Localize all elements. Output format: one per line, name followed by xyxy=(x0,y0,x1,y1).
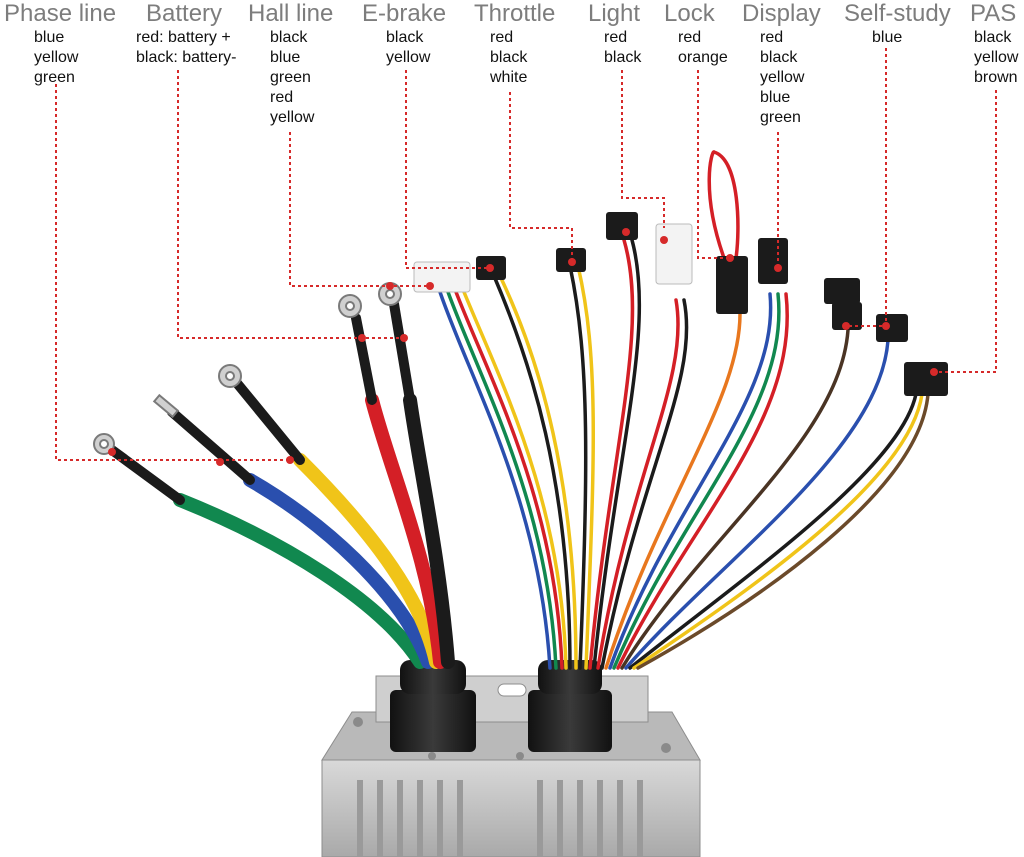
wire-name: red xyxy=(490,29,514,46)
battery-wire-black xyxy=(403,393,455,669)
wire-name: black xyxy=(386,29,424,46)
leader-throttle xyxy=(509,92,573,262)
wire-name: yellow xyxy=(34,49,79,66)
wire-name: green xyxy=(760,109,801,126)
power-wires xyxy=(107,299,455,669)
phase-wire-green xyxy=(173,493,427,669)
phase-line-title: Phase line xyxy=(4,0,117,27)
light-title: Light xyxy=(588,0,641,27)
wire-name: red xyxy=(678,29,702,46)
display-wires: red black yellow blue green xyxy=(742,28,821,128)
wire-name: blue xyxy=(760,89,791,106)
leader-dots xyxy=(108,228,938,466)
pas-label: PAS black yellow brown xyxy=(970,0,1018,88)
wire-name: orange xyxy=(678,49,728,66)
leader-hall-line xyxy=(289,132,430,287)
self-study-label: Self-study blue xyxy=(844,0,951,48)
wire-name: black xyxy=(270,29,308,46)
signal-wires xyxy=(438,150,930,670)
self-study-wires: blue xyxy=(844,28,951,48)
wire-name: yellow xyxy=(270,109,315,126)
wire-name: black xyxy=(604,49,642,66)
e-brake-title: E-brake xyxy=(362,0,447,27)
pas-title: PAS xyxy=(970,0,1017,27)
wire-name: white xyxy=(490,69,528,86)
wire-name: green xyxy=(270,69,311,86)
lock-label: Lock red orange xyxy=(664,0,728,68)
wire-name: black xyxy=(760,49,798,66)
right-cable-gland xyxy=(528,660,612,752)
e-brake-label: E-brake black yellow xyxy=(362,0,446,68)
throttle-label: Throttle red black white xyxy=(474,0,555,88)
wire-name: yellow xyxy=(760,69,805,86)
wire-name: blue xyxy=(34,29,65,46)
leader-e-brake xyxy=(405,70,490,269)
battery-wires: red: battery + black: battery- xyxy=(136,28,236,68)
hall-line-title: Hall line xyxy=(248,0,334,27)
wire-name: blue xyxy=(872,29,903,46)
throttle-title: Throttle xyxy=(474,0,556,27)
leader-light xyxy=(621,70,665,228)
lock-wires: red orange xyxy=(664,28,728,68)
wire-name: red xyxy=(270,89,294,106)
battery-label: Battery red: battery + black: battery- xyxy=(136,0,236,68)
phase-line-wires: blue yellow green xyxy=(4,28,116,88)
wire-name: green xyxy=(34,69,75,86)
wire-name: yellow xyxy=(974,49,1019,66)
light-wires: red black xyxy=(588,28,641,68)
leader-lock xyxy=(697,70,730,259)
wire-name: black xyxy=(490,49,528,66)
wire-name: black xyxy=(974,29,1012,46)
phase-line-label: Phase line blue yellow green xyxy=(4,0,116,88)
wire-name: brown xyxy=(974,69,1018,86)
controller-housing xyxy=(321,675,701,857)
lock-title: Lock xyxy=(664,0,715,27)
wire-name: red: battery + xyxy=(136,29,231,46)
hall-line-wires: black blue green red yellow xyxy=(248,28,333,128)
self-study-title: Self-study xyxy=(844,0,951,27)
phase-wire-yellow xyxy=(293,453,443,669)
hall-line-label: Hall line black blue green red yellow xyxy=(248,0,333,128)
e-brake-wires: black yellow xyxy=(362,28,446,68)
display-title: Display xyxy=(742,0,821,27)
ring-terminals xyxy=(93,282,402,455)
wire-name: yellow xyxy=(386,49,431,66)
light-label: Light red black xyxy=(588,0,641,68)
leader-pas xyxy=(934,90,997,373)
phase-wire-blue xyxy=(243,473,435,669)
wire-name: red xyxy=(604,29,628,46)
display-label: Display red black yellow blue green xyxy=(742,0,821,128)
wire-name: red xyxy=(760,29,784,46)
pas-wires: black yellow brown xyxy=(970,28,1018,88)
left-cable-gland xyxy=(390,660,476,752)
throttle-wires: red black white xyxy=(474,28,555,88)
battery-wire-red xyxy=(365,393,447,669)
battery-title: Battery xyxy=(146,0,223,27)
wire-name: blue xyxy=(270,49,301,66)
wire-name: black: battery- xyxy=(136,49,237,66)
leader-lines xyxy=(55,48,997,461)
